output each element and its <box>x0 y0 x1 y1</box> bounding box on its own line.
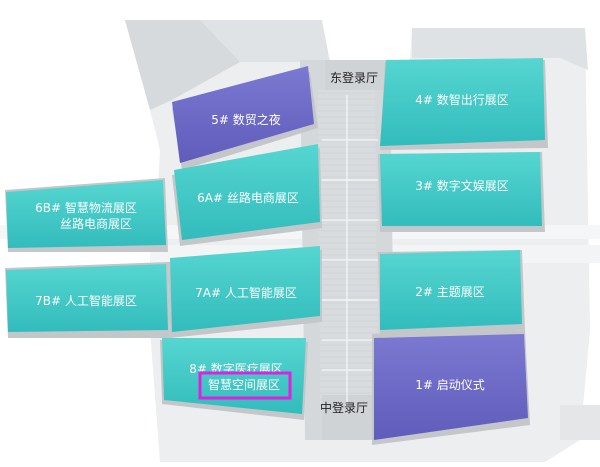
hall-4-label: 4# 数智出行展区 <box>415 92 509 107</box>
hall-7b-block[interactable] <box>6 264 168 332</box>
hall-6b-block[interactable] <box>6 180 166 248</box>
hall-5-label: 5# 数贸之夜 <box>211 112 281 127</box>
hall-6a-block[interactable] <box>174 144 320 240</box>
hall-8-block[interactable] <box>162 338 306 414</box>
highlight-box <box>198 371 292 400</box>
hall-1-label: 1# 启动仪式 <box>415 378 485 392</box>
hall-7a-block[interactable] <box>170 246 320 332</box>
halls-layer <box>6 58 545 440</box>
lobby-labels: 东登录厅 中登录厅 <box>320 70 378 415</box>
hall-2-label: 2# 主题展区 <box>415 285 485 299</box>
hall-labels: 5# 数贸之夜 6A# 丝路电商展区 7A# 人工智能展区 8# 数字医疗展区 … <box>35 92 509 392</box>
hall-6a-label: 6A# 丝路电商展区 <box>197 190 299 205</box>
hall-4-block[interactable] <box>380 58 545 146</box>
hall-7b-label: 7B# 人工智能展区 <box>35 293 137 308</box>
hall-1-block[interactable] <box>374 334 528 440</box>
hall-7a-label: 7A# 人工智能展区 <box>195 285 297 300</box>
hall-6b-label-line2: 丝路电商展区 <box>60 216 132 231</box>
hall-3-block[interactable] <box>380 152 542 226</box>
hall-8-label-line2: 智慧空间展区 <box>208 377 280 392</box>
middle-lobby-label: 中登录厅 <box>320 400 368 415</box>
hall-3-label: 3# 数字文娱展区 <box>415 178 509 193</box>
hall-6b-label-line1: 6B# 智慧物流展区 <box>35 200 137 215</box>
east-lobby-label: 东登录厅 <box>330 70 378 85</box>
hall-5-block[interactable] <box>172 66 314 163</box>
hall-2-block[interactable] <box>380 250 522 330</box>
